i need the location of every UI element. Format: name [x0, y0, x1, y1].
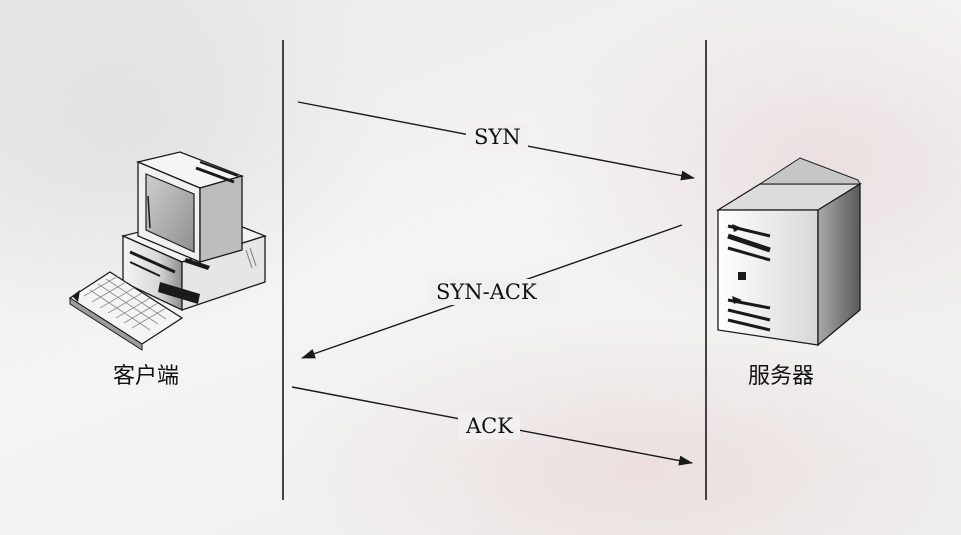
desktop-computer-icon [68, 151, 267, 351]
syn-ack-label: SYN-ACK [436, 280, 537, 304]
client-label: 客户端 [113, 364, 180, 389]
server-label: 服务器 [748, 364, 815, 389]
syn-label: SYN [474, 125, 521, 149]
ack-label: ACK [466, 414, 513, 438]
tower-server-icon [715, 157, 863, 347]
